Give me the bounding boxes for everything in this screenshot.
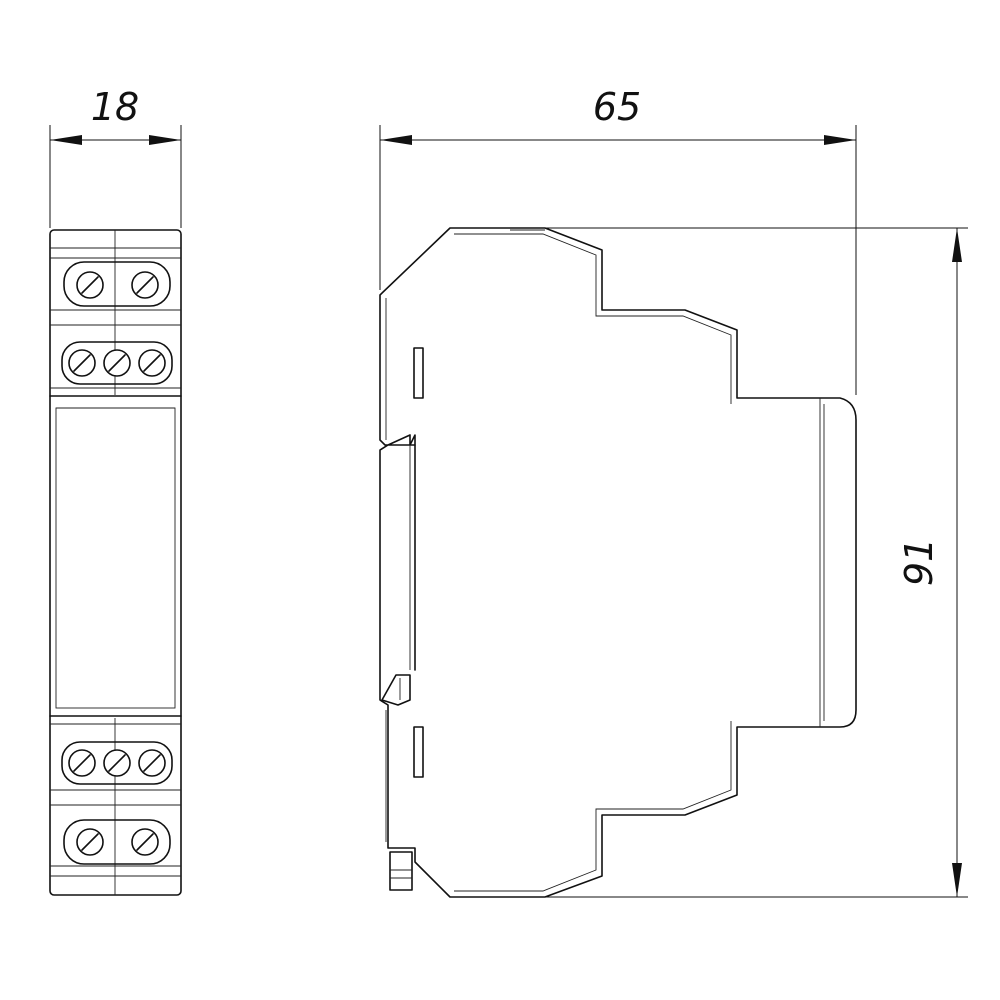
front-view-body (49, 229, 182, 896)
side-slot-top (413, 347, 424, 399)
screw-icon (76, 828, 104, 856)
screw-icon (103, 749, 131, 777)
side-view (379, 227, 857, 898)
screw-icon (131, 828, 159, 856)
screw-icon (131, 271, 159, 299)
front-view (49, 229, 182, 896)
screw-icon (68, 749, 96, 777)
terminal-block-top-3 (61, 341, 173, 385)
dimension-width-front: 18 (49, 85, 182, 228)
din-clip-latch (381, 674, 411, 706)
dimension-label-width: 18 (91, 85, 139, 129)
screw-icon (138, 349, 166, 377)
terminal-block-bottom-2 (63, 819, 171, 865)
dimension-label-height: 91 (897, 538, 941, 586)
dimension-height-side: 91 (545, 227, 968, 898)
screw-icon (76, 271, 104, 299)
terminal-block-bottom-3 (61, 741, 173, 785)
dimension-depth-side: 65 (379, 85, 857, 395)
side-slot-bottom (413, 726, 424, 778)
screw-icon (138, 749, 166, 777)
side-view-outline (379, 227, 857, 898)
din-clip-tab (389, 851, 413, 891)
dimension-label-depth: 65 (593, 85, 641, 129)
terminal-block-top-2 (63, 261, 171, 307)
screw-icon (68, 349, 96, 377)
front-view-label-window (55, 407, 176, 709)
screw-icon (103, 349, 131, 377)
